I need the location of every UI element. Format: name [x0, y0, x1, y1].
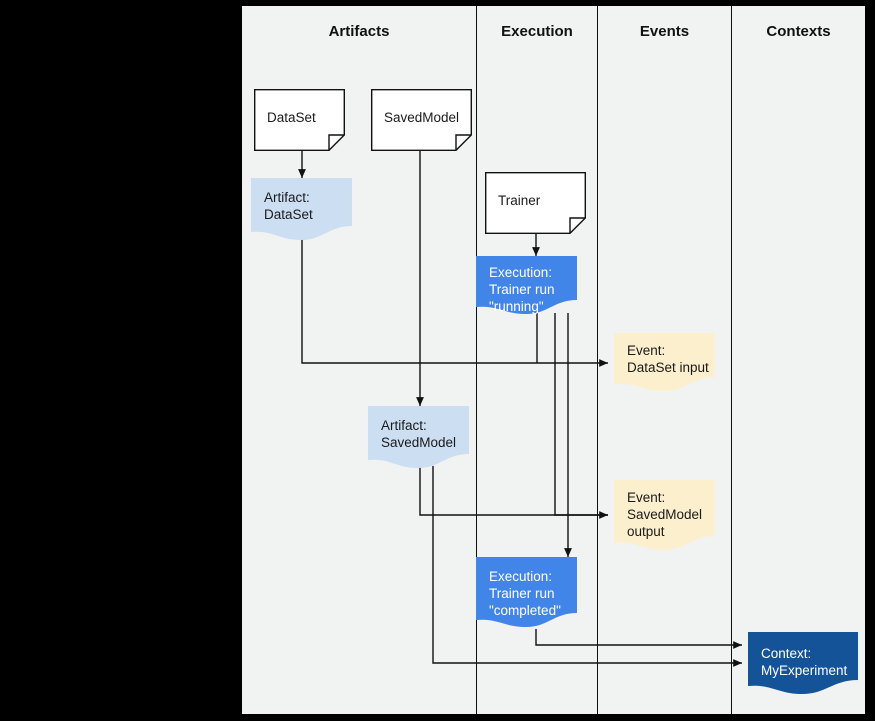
document-shape: [485, 172, 586, 234]
node-label: Trainer: [498, 193, 541, 208]
node-execution-completed[interactable]: Execution: Trainer run "completed": [476, 557, 577, 629]
lane-divider-artifacts-execution: [476, 6, 477, 714]
wire-artifact-savedmodel-to-event-output: [419, 466, 608, 516]
node-label: SavedModel: [384, 110, 460, 125]
lane-header-contexts: Contexts: [766, 23, 831, 40]
lane-header-artifacts: Artifacts: [328, 23, 390, 40]
wavy-doc-shape: [476, 557, 577, 627]
wire-execution-completed-to-context: [535, 629, 742, 649]
diagram-canvas: Artifacts Execution Events Contexts: [242, 6, 865, 714]
node-label: Execution: Trainer run "completed": [489, 569, 561, 618]
node-artifact-dataset[interactable]: Artifact: DataSet: [251, 178, 352, 240]
node-event-savedmodel-output[interactable]: Event: SavedModel output: [614, 480, 715, 552]
node-artifact-savedmodel[interactable]: Artifact: SavedModel: [368, 406, 469, 468]
document-shape: [371, 89, 472, 151]
node-doc-dataset[interactable]: DataSet: [254, 89, 345, 151]
node-execution-running[interactable]: Execution: Trainer run "running": [476, 256, 577, 316]
lane-divider-execution-events: [597, 6, 598, 714]
lane-header-events: Events: [639, 23, 690, 40]
lane-divider-events-contexts: [731, 6, 732, 714]
node-label: Event: SavedModel output: [627, 490, 703, 539]
wavy-doc-shape: [614, 480, 715, 550]
node-label: Artifact: SavedModel: [381, 418, 457, 450]
node-label: DataSet: [267, 110, 316, 125]
node-label: Event: DataSet input: [627, 343, 709, 375]
document-shape: [254, 89, 345, 151]
wire-artifact-savedmodel-to-context: [432, 466, 742, 667]
wavy-doc-shape: [476, 256, 577, 314]
wire-execution-running-to-event-output: [554, 313, 608, 519]
node-doc-savedmodel[interactable]: SavedModel: [371, 89, 472, 151]
wavy-doc-shape: [614, 333, 715, 391]
node-label: Artifact: DataSet: [264, 190, 313, 222]
node-label: Execution: Trainer run "running": [489, 265, 555, 314]
wavy-doc-shape: [251, 178, 352, 240]
wavy-doc-shape: [748, 632, 858, 694]
lane-header-execution: Execution: [501, 23, 573, 40]
node-label: Context: MyExperiment: [761, 646, 848, 678]
node-context-myexperiment[interactable]: Context: MyExperiment: [748, 632, 858, 694]
connector-wires: [298, 151, 742, 667]
wavy-doc-shape: [368, 406, 469, 468]
node-event-dataset-input[interactable]: Event: DataSet input: [614, 333, 715, 393]
node-doc-trainer[interactable]: Trainer: [485, 172, 586, 234]
wire-artifact-dataset-to-event: [301, 237, 608, 367]
